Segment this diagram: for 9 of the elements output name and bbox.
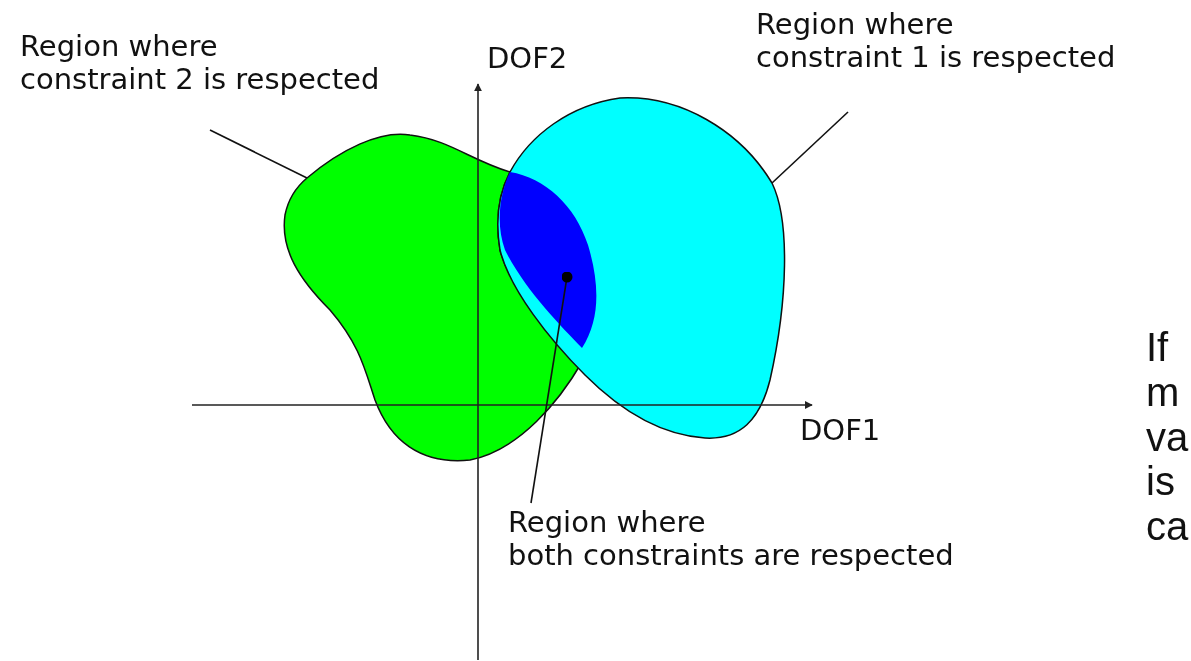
leader-line xyxy=(530,271,573,504)
callout-text: Region where constraint 2 is respected xyxy=(20,30,380,97)
callout-text: Region where both constraints are respected xyxy=(508,506,954,573)
callout-text: Region where constraint 1 is respected xyxy=(756,8,1116,75)
axis-label: DOF1 xyxy=(800,414,881,448)
leader-line xyxy=(771,111,849,184)
paragraph-text: If m va is ca xyxy=(1146,325,1189,549)
axis-label: DOF2 xyxy=(487,42,568,76)
leader-line xyxy=(209,129,308,179)
